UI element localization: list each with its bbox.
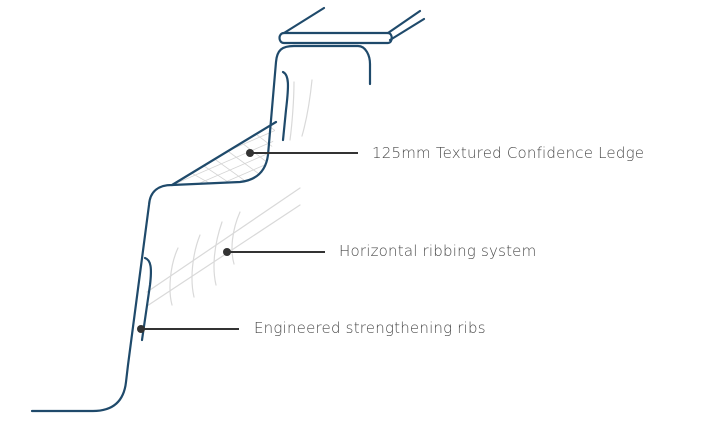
rib-line (146, 187, 301, 293)
upper-rib (289, 81, 295, 141)
top-flange-line (282, 6, 326, 35)
callout-label-strengthening: Engineered strengthening ribs (254, 319, 486, 337)
leader-dot (137, 325, 145, 333)
profile-outline (30, 6, 426, 413)
rib-line (231, 211, 241, 265)
top-lip (278, 31, 393, 45)
callout-label-ribbing: Horizontal ribbing system (339, 242, 536, 260)
ledge-edge (170, 120, 278, 187)
horizontal-ribbing (146, 187, 301, 307)
rib-line (146, 204, 301, 307)
top-flange-line (386, 9, 422, 35)
upper-ribs (289, 79, 313, 141)
top-flange-line (388, 17, 426, 42)
callout-ribbing: Horizontal ribbing system (223, 242, 536, 260)
callout-strengthening: Engineered strengthening ribs (137, 319, 486, 337)
rib-line (169, 247, 179, 306)
callout-ledge: 125mm Textured Confidence Ledge (246, 144, 644, 162)
lower-bead (140, 256, 153, 342)
leader-dot (223, 248, 231, 256)
callout-label-ledge: 125mm Textured Confidence Ledge (372, 144, 644, 162)
upper-bead (281, 70, 290, 142)
rib-line (191, 234, 201, 298)
upper-rib (301, 79, 313, 137)
leader-dot (246, 149, 254, 157)
main-profile (30, 44, 372, 413)
rib-line (213, 221, 223, 286)
